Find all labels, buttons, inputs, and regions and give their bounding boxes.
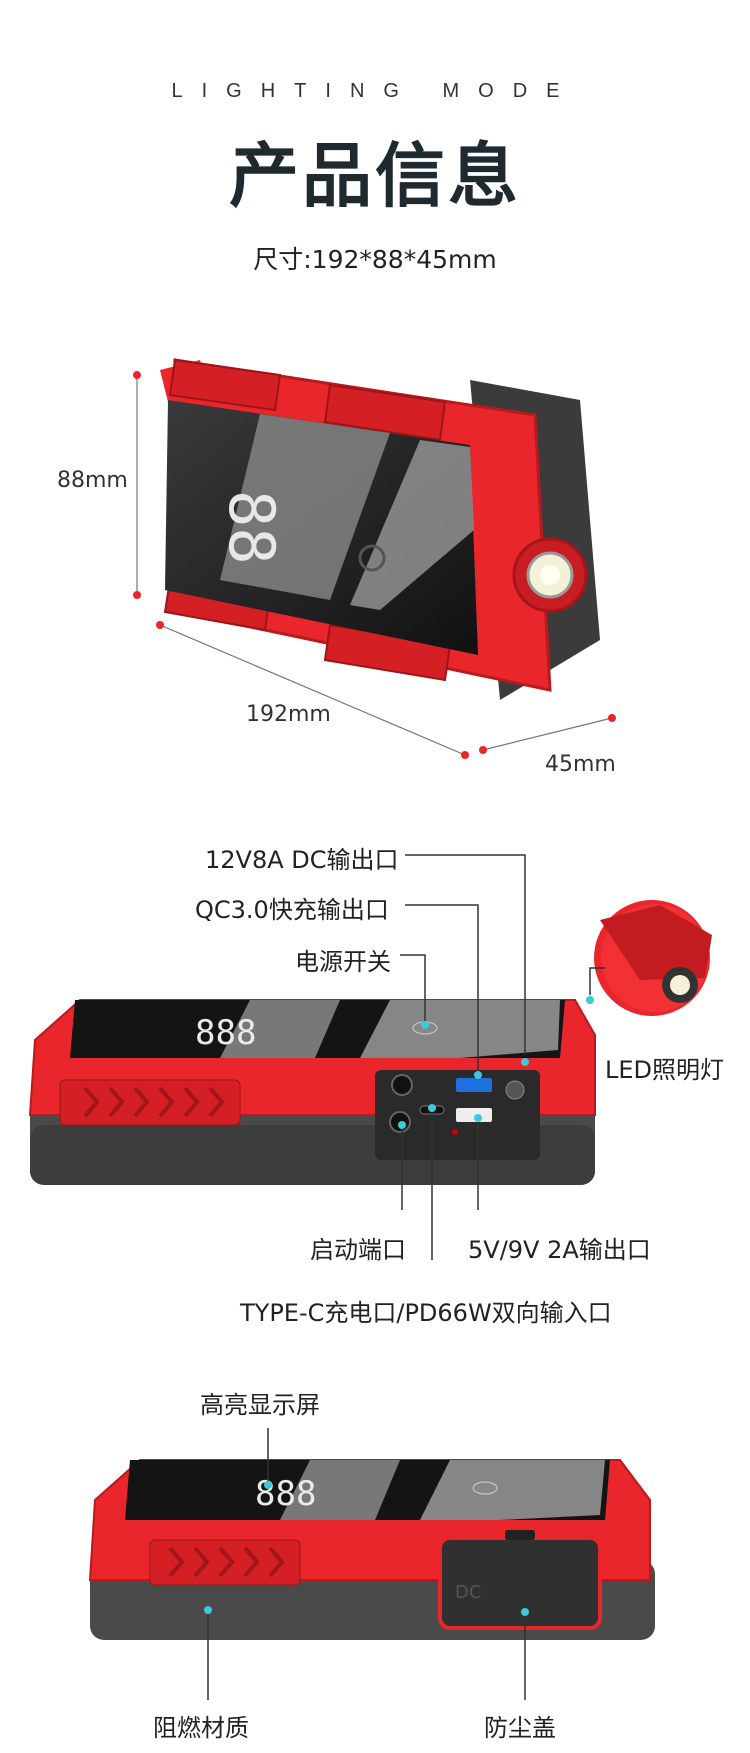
dimensions-text: 尺寸:192*88*45mm bbox=[253, 245, 497, 274]
side-product-view: 888 bbox=[28, 896, 714, 1185]
front-product-view: 888 DC bbox=[88, 1459, 655, 1640]
depth-dimension-label: 45mm bbox=[545, 752, 616, 777]
display-label: 高亮显示屏 bbox=[200, 1391, 320, 1419]
height-dimension-label: 88mm bbox=[57, 468, 128, 493]
dc-output-label: 12V8A DC输出口 bbox=[205, 846, 399, 874]
port-leader-lines bbox=[400, 854, 605, 1260]
dust-cover-label: 防尘盖 bbox=[484, 1714, 556, 1742]
svg-text:888: 888 bbox=[195, 1013, 256, 1053]
front-callout-dots bbox=[204, 1481, 529, 1616]
eyebrow-text: LIGHTING MODE bbox=[171, 80, 579, 102]
led-light-label: LED照明灯 bbox=[605, 1056, 725, 1084]
port-callout-dots bbox=[398, 996, 594, 1129]
svg-text:888: 888 bbox=[255, 1474, 316, 1514]
length-dimension-label: 192mm bbox=[246, 702, 331, 727]
dimension-points bbox=[133, 371, 616, 759]
svg-text:88: 88 bbox=[215, 490, 288, 565]
svg-text:DC: DC bbox=[455, 1582, 481, 1603]
front-leader-lines bbox=[207, 1428, 526, 1700]
usb-output-label: 5V/9V 2A输出口 bbox=[468, 1236, 651, 1264]
qc-output-label: QC3.0快充输出口 bbox=[195, 896, 389, 924]
dimension-lines bbox=[136, 375, 613, 756]
material-label: 阻燃材质 bbox=[153, 1714, 249, 1742]
power-switch-label: 电源开关 bbox=[295, 948, 391, 976]
angled-product-view: 88 bbox=[160, 358, 600, 700]
typec-port-label: TYPE-C充电口/PD66W双向输入口 bbox=[240, 1299, 612, 1327]
start-port-label: 启动端口 bbox=[310, 1236, 406, 1264]
page-title: 产品信息 bbox=[229, 135, 521, 217]
